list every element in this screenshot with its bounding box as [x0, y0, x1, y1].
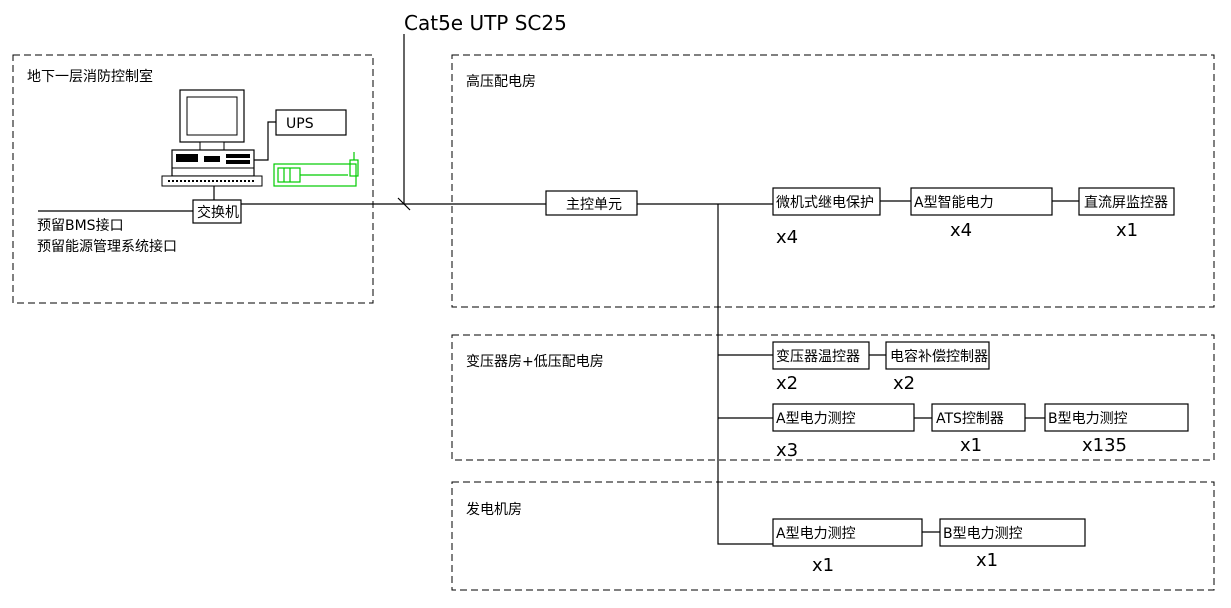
- bms-interface-label: 预留BMS接口: [37, 217, 124, 234]
- hv-room-frame: [451, 54, 1215, 308]
- vertical-bus: [717, 204, 773, 545]
- tr-device-label: 电容补偿控制器: [890, 348, 988, 365]
- hv-device-count: x4: [776, 227, 798, 248]
- ups-connector: [254, 121, 276, 161]
- hv-room-title: 高压配电房: [466, 73, 536, 90]
- generator-room-title: 发电机房: [466, 502, 522, 518]
- hv-device-box: [1078, 187, 1175, 216]
- hv-device-box: [910, 187, 1053, 216]
- switch-label: 交换机: [197, 204, 239, 221]
- printer-device-icon: [273, 152, 359, 187]
- hv-device-count: x4: [950, 220, 972, 241]
- main-unit-box: [545, 190, 638, 216]
- tr-device-count: x2: [893, 373, 915, 394]
- hv-device-label: 直流屏监控器: [1084, 194, 1168, 211]
- tr-device-box: [772, 341, 870, 370]
- tr-device-count: x2: [776, 373, 798, 394]
- tr-device-box: [931, 403, 1026, 432]
- tr-device-label: ATS控制器: [936, 411, 1004, 427]
- gen-device-count: x1: [812, 555, 834, 576]
- tr-device-count: x3: [776, 440, 798, 461]
- control-room-frame: [12, 54, 374, 304]
- cable-label: Cat5e UTP SC25: [404, 11, 567, 35]
- control-room-title: 地下一层消防控制室: [27, 68, 153, 85]
- tr-device-label: A型电力测控: [776, 411, 856, 427]
- gen-device-label: A型电力测控: [776, 526, 856, 542]
- tr-device-box: [1044, 403, 1189, 432]
- transformer-room-title: 变压器房+低压配电房: [466, 354, 604, 370]
- gen-device-box: [939, 518, 1086, 547]
- tr-device-label: B型电力测控: [1048, 411, 1128, 427]
- gen-device-count: x1: [976, 550, 998, 571]
- tr-device-label: 变压器温控器: [776, 349, 860, 365]
- gen-device-label: B型电力测控: [943, 526, 1023, 542]
- tr-device-count: x135: [1082, 435, 1127, 456]
- ups-label: UPS: [286, 116, 314, 132]
- ups-box: [275, 109, 347, 136]
- computer-workstation-icon: [161, 89, 263, 187]
- hv-device-count: x1: [1116, 220, 1138, 241]
- generator-room-frame: [451, 481, 1215, 591]
- energy-interface-label: 预留能源管理系统接口: [37, 238, 177, 255]
- tr-device-count: x1: [960, 435, 982, 456]
- transformer-room-frame: [451, 334, 1215, 461]
- tr-device-box: [885, 341, 990, 370]
- hv-device-label: A型智能电力: [914, 195, 994, 211]
- main-unit-label: 主控单元: [566, 197, 622, 213]
- hv-device-label: 微机式继电保护: [776, 195, 874, 211]
- tr-device-box: [772, 403, 915, 432]
- hv-device-box: [772, 187, 881, 216]
